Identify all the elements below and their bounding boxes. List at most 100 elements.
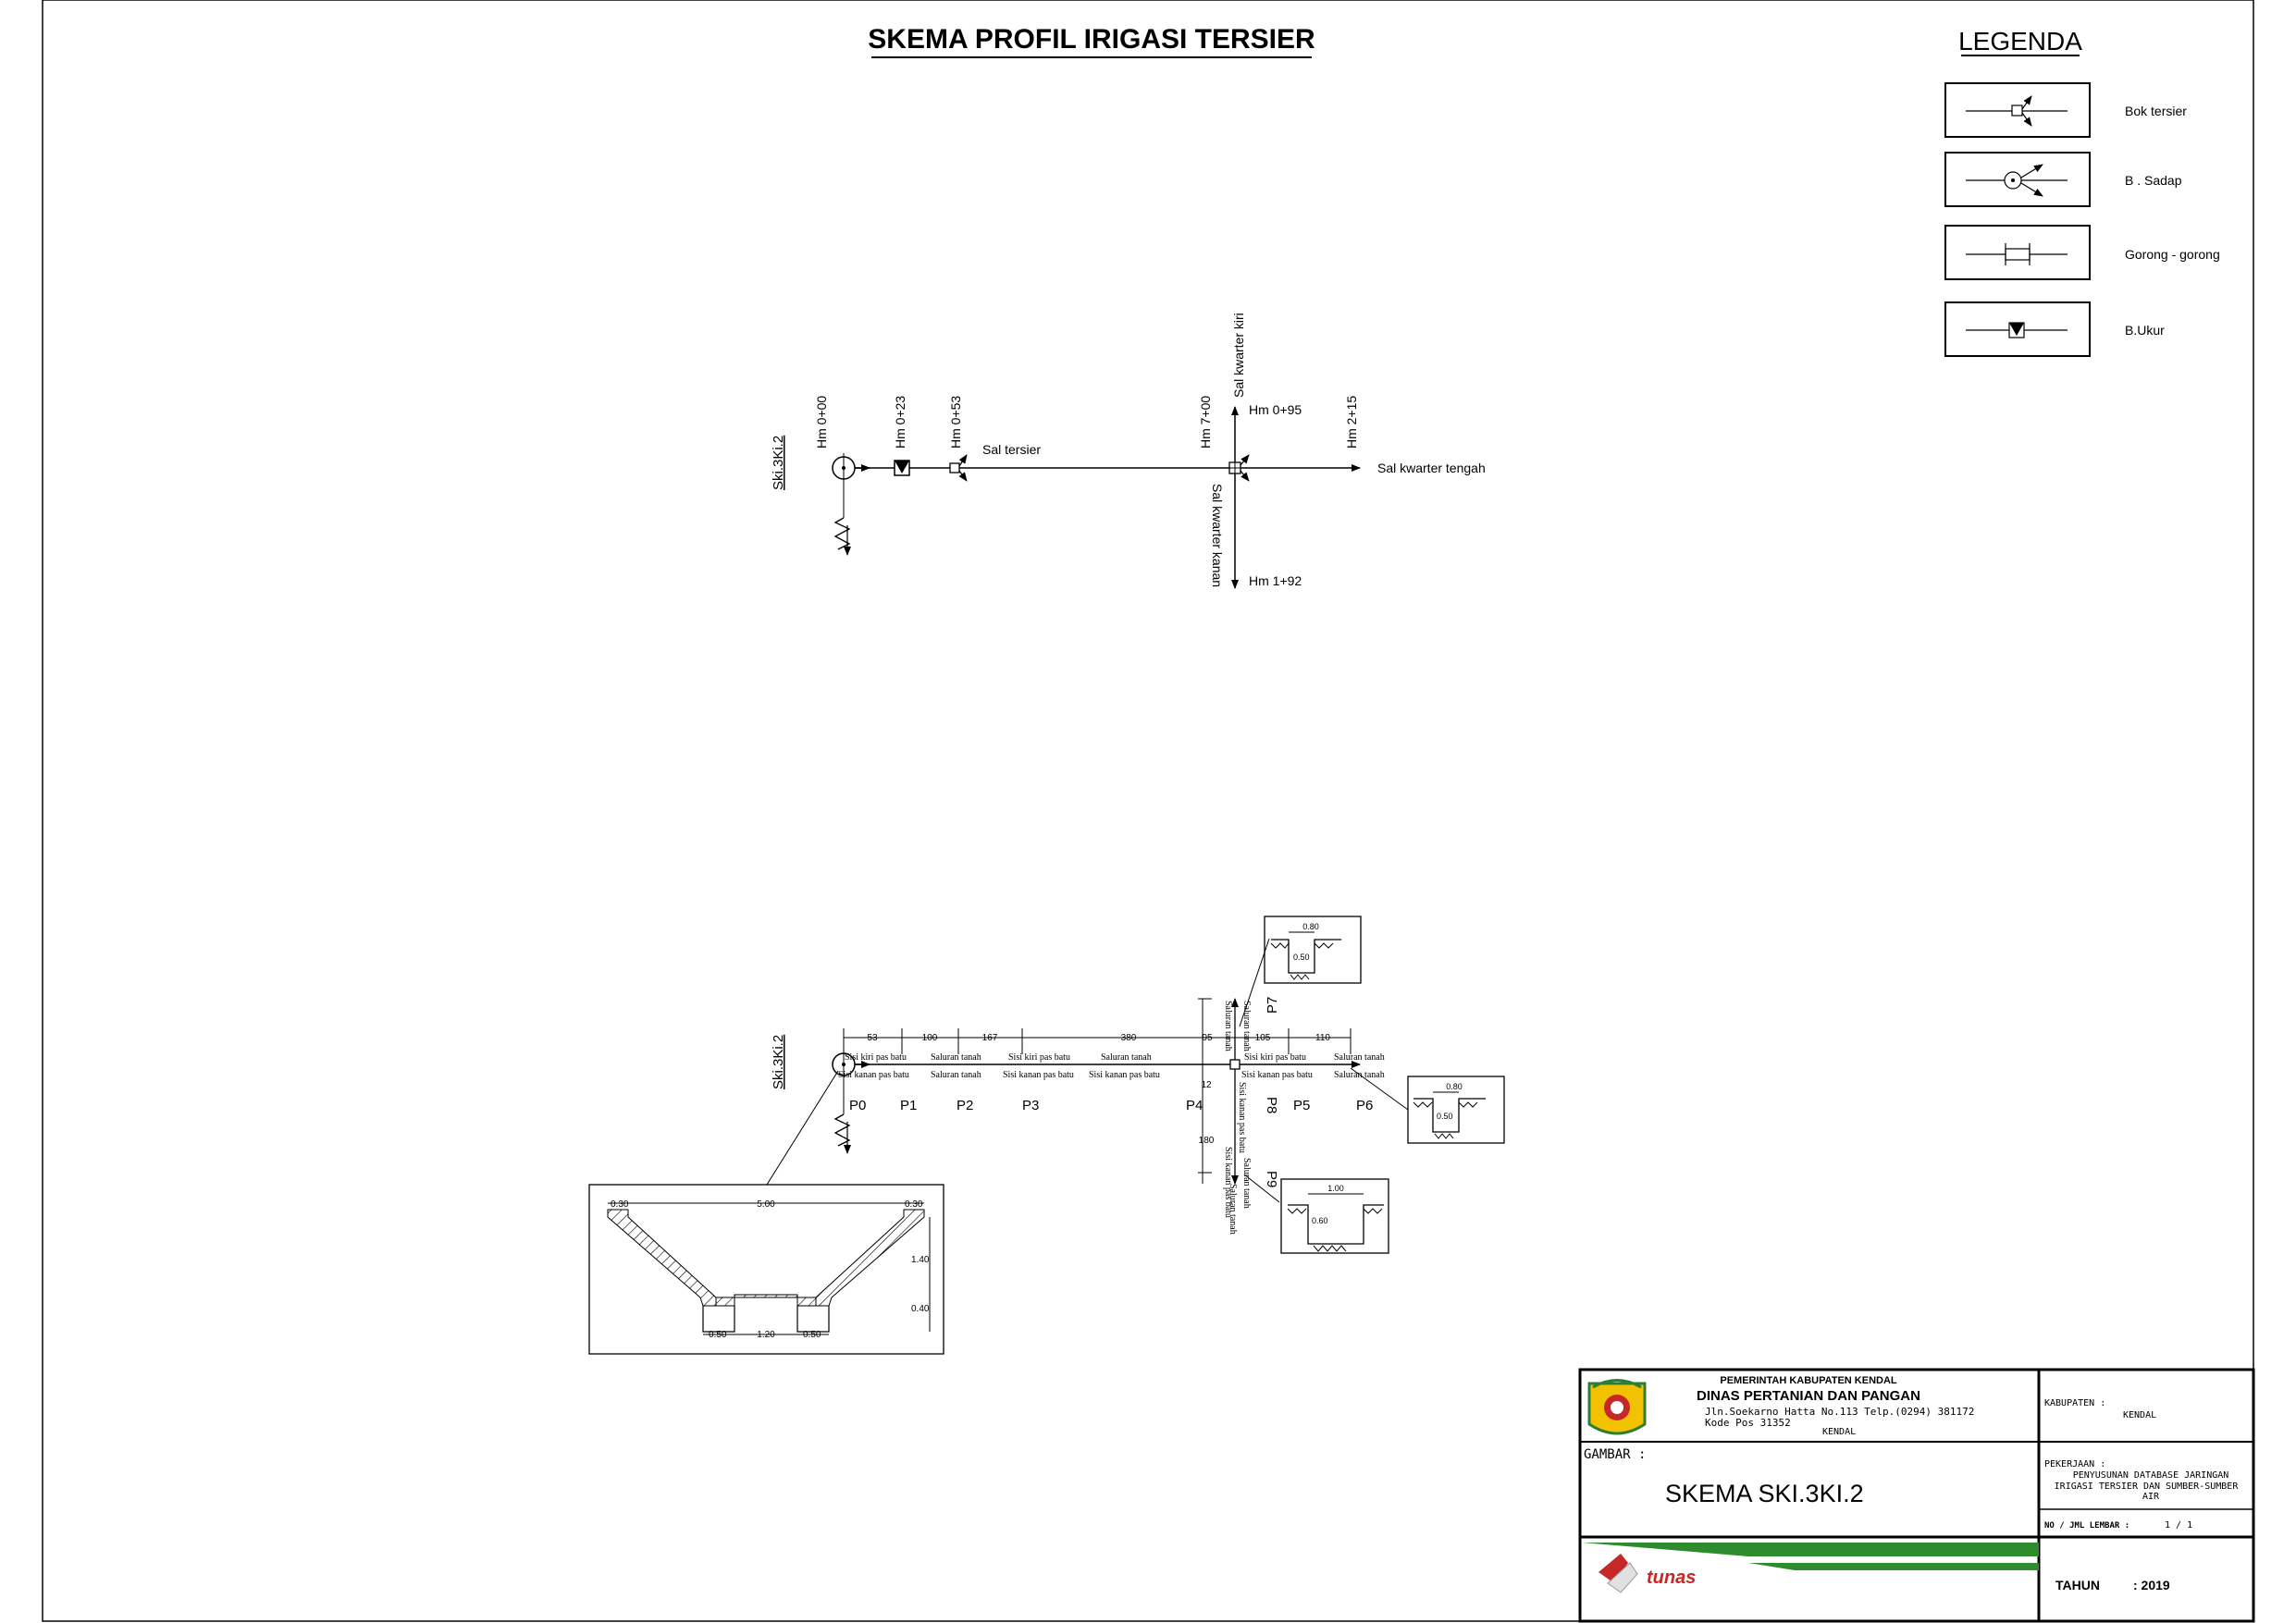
dim-label: 0.40 xyxy=(911,1304,930,1314)
point-label: P9 xyxy=(1264,1171,1279,1187)
b-ukur-icon xyxy=(1966,322,2068,338)
distance-label: 12 xyxy=(1201,1080,1212,1090)
legend-item-b-ukur: B.Ukur xyxy=(1944,301,2165,357)
segment-label: Sisi kanan pas batu xyxy=(1223,1147,1233,1218)
station-label: Hm 2+15 xyxy=(1344,396,1359,449)
profile-source-label: Ski.3Ki.2 xyxy=(771,1035,786,1089)
pekerjaan-label: PEKERJAAN : xyxy=(2044,1459,2105,1469)
station-label: Hm 7+00 xyxy=(1198,396,1213,449)
org-line: PEMERINTAH KABUPATEN KENDAL xyxy=(1720,1375,1897,1386)
dim-label: 0.50 xyxy=(803,1330,821,1340)
sadap-symbol xyxy=(832,453,870,556)
tunas-logo: tunas xyxy=(1582,1543,2039,1593)
distance-label: 167 xyxy=(982,1033,998,1043)
pekerjaan-line: PENYUSUNAN DATABASE JARINGAN xyxy=(2073,1470,2229,1481)
tahun-value: : 2019 xyxy=(2133,1578,2170,1592)
pekerjaan-line: AIR xyxy=(2142,1492,2160,1502)
legend-label: B.Ukur xyxy=(2125,323,2165,338)
cross-section-p6: 0.80 0.50 xyxy=(1407,1076,1505,1144)
sal-tersier-label: Sal tersier xyxy=(982,442,1041,457)
hm-label: Hm 1+92 xyxy=(1249,573,1302,588)
point-label: P1 xyxy=(900,1098,917,1113)
dim-label: 0.50 xyxy=(709,1330,727,1340)
segment-label: Sisi kiri pas batu xyxy=(1244,1052,1306,1063)
legend-item-gorong-gorong: Gorong - gorong xyxy=(1944,225,2220,280)
legend-label: Bok tersier xyxy=(2125,104,2187,118)
tahun-label: TAHUN xyxy=(2055,1578,2100,1592)
cross-section-p9: 1.00 0.60 xyxy=(1280,1178,1389,1254)
segment-label: Saluran tanah xyxy=(1334,1052,1385,1063)
point-label: P5 xyxy=(1293,1098,1310,1113)
profile-diagram: Ski.3Ki.2 53 100 167 380 95 105 110 xyxy=(588,916,1505,1355)
distance-label: 180 xyxy=(1199,1136,1215,1146)
station-label: Hm 0+23 xyxy=(893,396,907,449)
cross-section-main: 5.00 0.30 0.30 1.40 0.40 0.50 1.20 0.50 xyxy=(588,1184,944,1355)
gambar-value: SKEMA SKI.3KI.2 xyxy=(1665,1480,1864,1507)
kendal-emblem-icon xyxy=(1587,1379,1647,1435)
ukur-symbol xyxy=(894,460,910,476)
dim-label: 1.40 xyxy=(911,1255,930,1265)
legend: LEGENDA Bok tersier B . Sadap xyxy=(1944,27,2220,357)
kabupaten-label: KABUPATEN : xyxy=(2044,1398,2105,1408)
org-line: DINAS PERTANIAN DAN PANGAN xyxy=(1697,1388,1920,1404)
dim-label: 1.00 xyxy=(1327,1184,1344,1193)
point-label: P6 xyxy=(1356,1098,1373,1113)
dim-label: 0.60 xyxy=(1312,1216,1328,1225)
drawing-title: SKEMA PROFIL IRIGASI TERSIER xyxy=(868,24,1315,55)
distance-label: 105 xyxy=(1255,1033,1271,1043)
dim-label: 0.30 xyxy=(905,1199,923,1210)
gorong-gorong-icon xyxy=(1966,243,2068,265)
schema-source-label: Ski.3Ki.2 xyxy=(771,436,786,490)
schema-diagram: Ski.3Ki.2 Hm 0+00 Hm 0+23 Hm 0+53 xyxy=(771,313,1486,589)
sal-kwarter-tengah-label: Sal kwarter tengah xyxy=(1377,461,1486,475)
segment-label: Saluran tanah xyxy=(931,1070,981,1080)
city-line: KENDAL xyxy=(1822,1427,1856,1437)
segment-label: Saluran tanah xyxy=(931,1052,981,1063)
segment-label: Sisi kanan pas batu xyxy=(1237,1082,1247,1153)
segment-label: Saluran tanah xyxy=(1241,1001,1252,1051)
dim-label: 0.50 xyxy=(1293,953,1310,962)
segment-label: Sisi kiri pas batu xyxy=(845,1052,907,1063)
lembar-value: 1 / 1 xyxy=(2165,1520,2192,1531)
legend-item-b-sadap: B . Sadap xyxy=(1944,152,2182,207)
hm-label: Hm 0+95 xyxy=(1249,402,1302,417)
sheet-border xyxy=(42,0,2254,1622)
station-label: Hm 0+53 xyxy=(948,396,963,449)
bok-tersier-symbol xyxy=(949,454,968,482)
dim-label: 0.80 xyxy=(1446,1082,1463,1091)
distance-label: 100 xyxy=(922,1033,938,1043)
segment-label: Saluran tanah xyxy=(1223,1001,1233,1051)
segment-label: Saluran tanah xyxy=(1101,1052,1152,1063)
bok-tersier-icon xyxy=(1966,95,2068,127)
distance-label: 53 xyxy=(867,1033,878,1043)
station-label: Hm 0+00 xyxy=(814,396,829,449)
sal-kwarter-kanan-label: Sal kwarter kanan xyxy=(1210,484,1225,587)
dim-label: 0.30 xyxy=(611,1199,629,1210)
segment-label: Saluran tanah xyxy=(1228,1184,1238,1235)
sal-kwarter-kiri-label: Sal kwarter kiri xyxy=(1231,313,1246,398)
gambar-label: GAMBAR : xyxy=(1584,1447,1646,1462)
logo-text: tunas xyxy=(1647,1568,1696,1588)
point-label: P0 xyxy=(849,1098,866,1113)
dim-label: 5.00 xyxy=(757,1199,775,1210)
distance-label: 95 xyxy=(1202,1033,1213,1043)
cross-section-p7: 0.80 0.50 xyxy=(1264,916,1362,984)
legend-title: LEGENDA xyxy=(1958,27,2082,55)
distance-label: 380 xyxy=(1121,1033,1137,1043)
point-label: P4 xyxy=(1186,1098,1203,1113)
segment-label: Sisi kanan pas batu xyxy=(1089,1070,1160,1080)
segment-label: Sisi kanan pas batu xyxy=(1241,1070,1313,1080)
legend-label: B . Sadap xyxy=(2125,173,2182,188)
segment-label: Sisi kiri pas batu xyxy=(1008,1052,1070,1063)
pekerjaan-line: IRIGASI TERSIER DAN SUMBER-SUMBER xyxy=(2055,1482,2240,1492)
distance-label: 110 xyxy=(1315,1033,1330,1043)
segment-label: Sisi kanan pas batu xyxy=(838,1070,909,1080)
address-line: Kode Pos 31352 xyxy=(1705,1417,1791,1429)
legend-item-bok-tersier: Bok tersier xyxy=(1944,82,2187,138)
segment-label: Saluran tanah xyxy=(1241,1158,1252,1209)
point-label: P2 xyxy=(957,1098,973,1113)
dim-label: 0.80 xyxy=(1302,922,1319,931)
point-label: P3 xyxy=(1022,1098,1039,1113)
lembar-label: NO / JML LEMBAR : xyxy=(2044,1521,2129,1531)
point-label: P8 xyxy=(1264,1097,1279,1113)
